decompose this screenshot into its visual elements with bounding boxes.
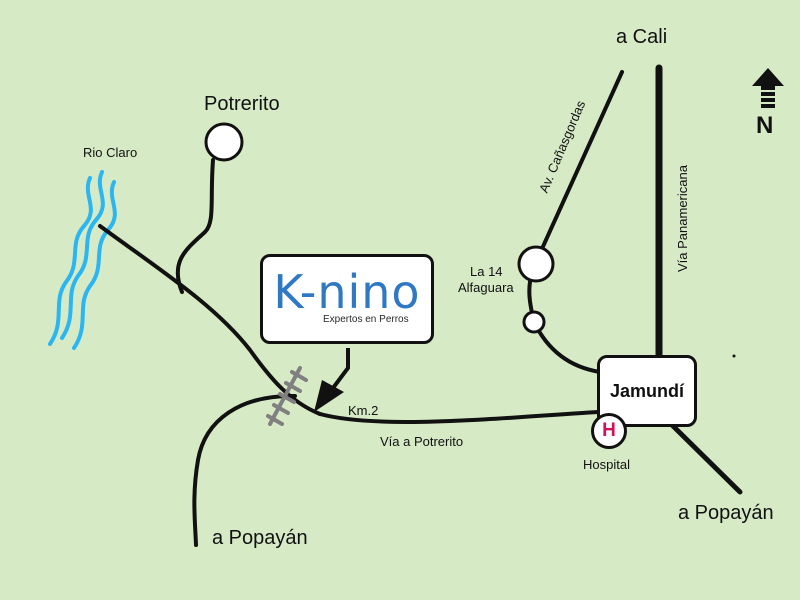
- node-potrerito: [204, 122, 244, 162]
- jamundi-label: Jamundí: [609, 380, 684, 401]
- road-av-canasgordas: [534, 70, 624, 264]
- label-popayan-south: a Popayán: [212, 527, 308, 549]
- north-arrow-icon: [752, 68, 784, 108]
- label-popayan-east: a Popayán: [678, 502, 774, 524]
- location-pointer: [331, 348, 350, 390]
- road-popayan-south: [192, 393, 297, 547]
- hospital-icon: H: [591, 413, 627, 449]
- label-rio-claro: Rio Claro: [83, 145, 138, 160]
- label-via-potrerito: Vía a Potrerito: [380, 434, 464, 449]
- river-rio-claro: [48, 170, 117, 350]
- business-name: K-nino: [273, 265, 421, 319]
- business-box: K-nino Expertos en Perros: [260, 254, 434, 344]
- node-la14: [517, 245, 555, 283]
- node-small: [522, 310, 546, 334]
- map-dot: [732, 354, 736, 358]
- label-km2: Km.2: [348, 403, 379, 418]
- road-via-potrerito: [318, 410, 600, 424]
- label-potrerito: Potrerito: [204, 93, 280, 115]
- business-tagline: Expertos en Perros: [323, 314, 409, 325]
- label-via-panamericana: Vía Panamericana: [675, 165, 690, 272]
- railway-crossing-icon: [266, 366, 308, 426]
- label-hospital: Hospital: [583, 457, 630, 472]
- label-a-cali: a Cali: [616, 26, 668, 48]
- road-popayan-east: [669, 422, 743, 495]
- north-label: N: [756, 112, 774, 139]
- location-arrow-icon: [314, 380, 344, 412]
- label-la14: La 14: [470, 264, 503, 279]
- road-potrerito: [175, 158, 215, 294]
- label-alfaguara: Alfaguara: [458, 280, 514, 295]
